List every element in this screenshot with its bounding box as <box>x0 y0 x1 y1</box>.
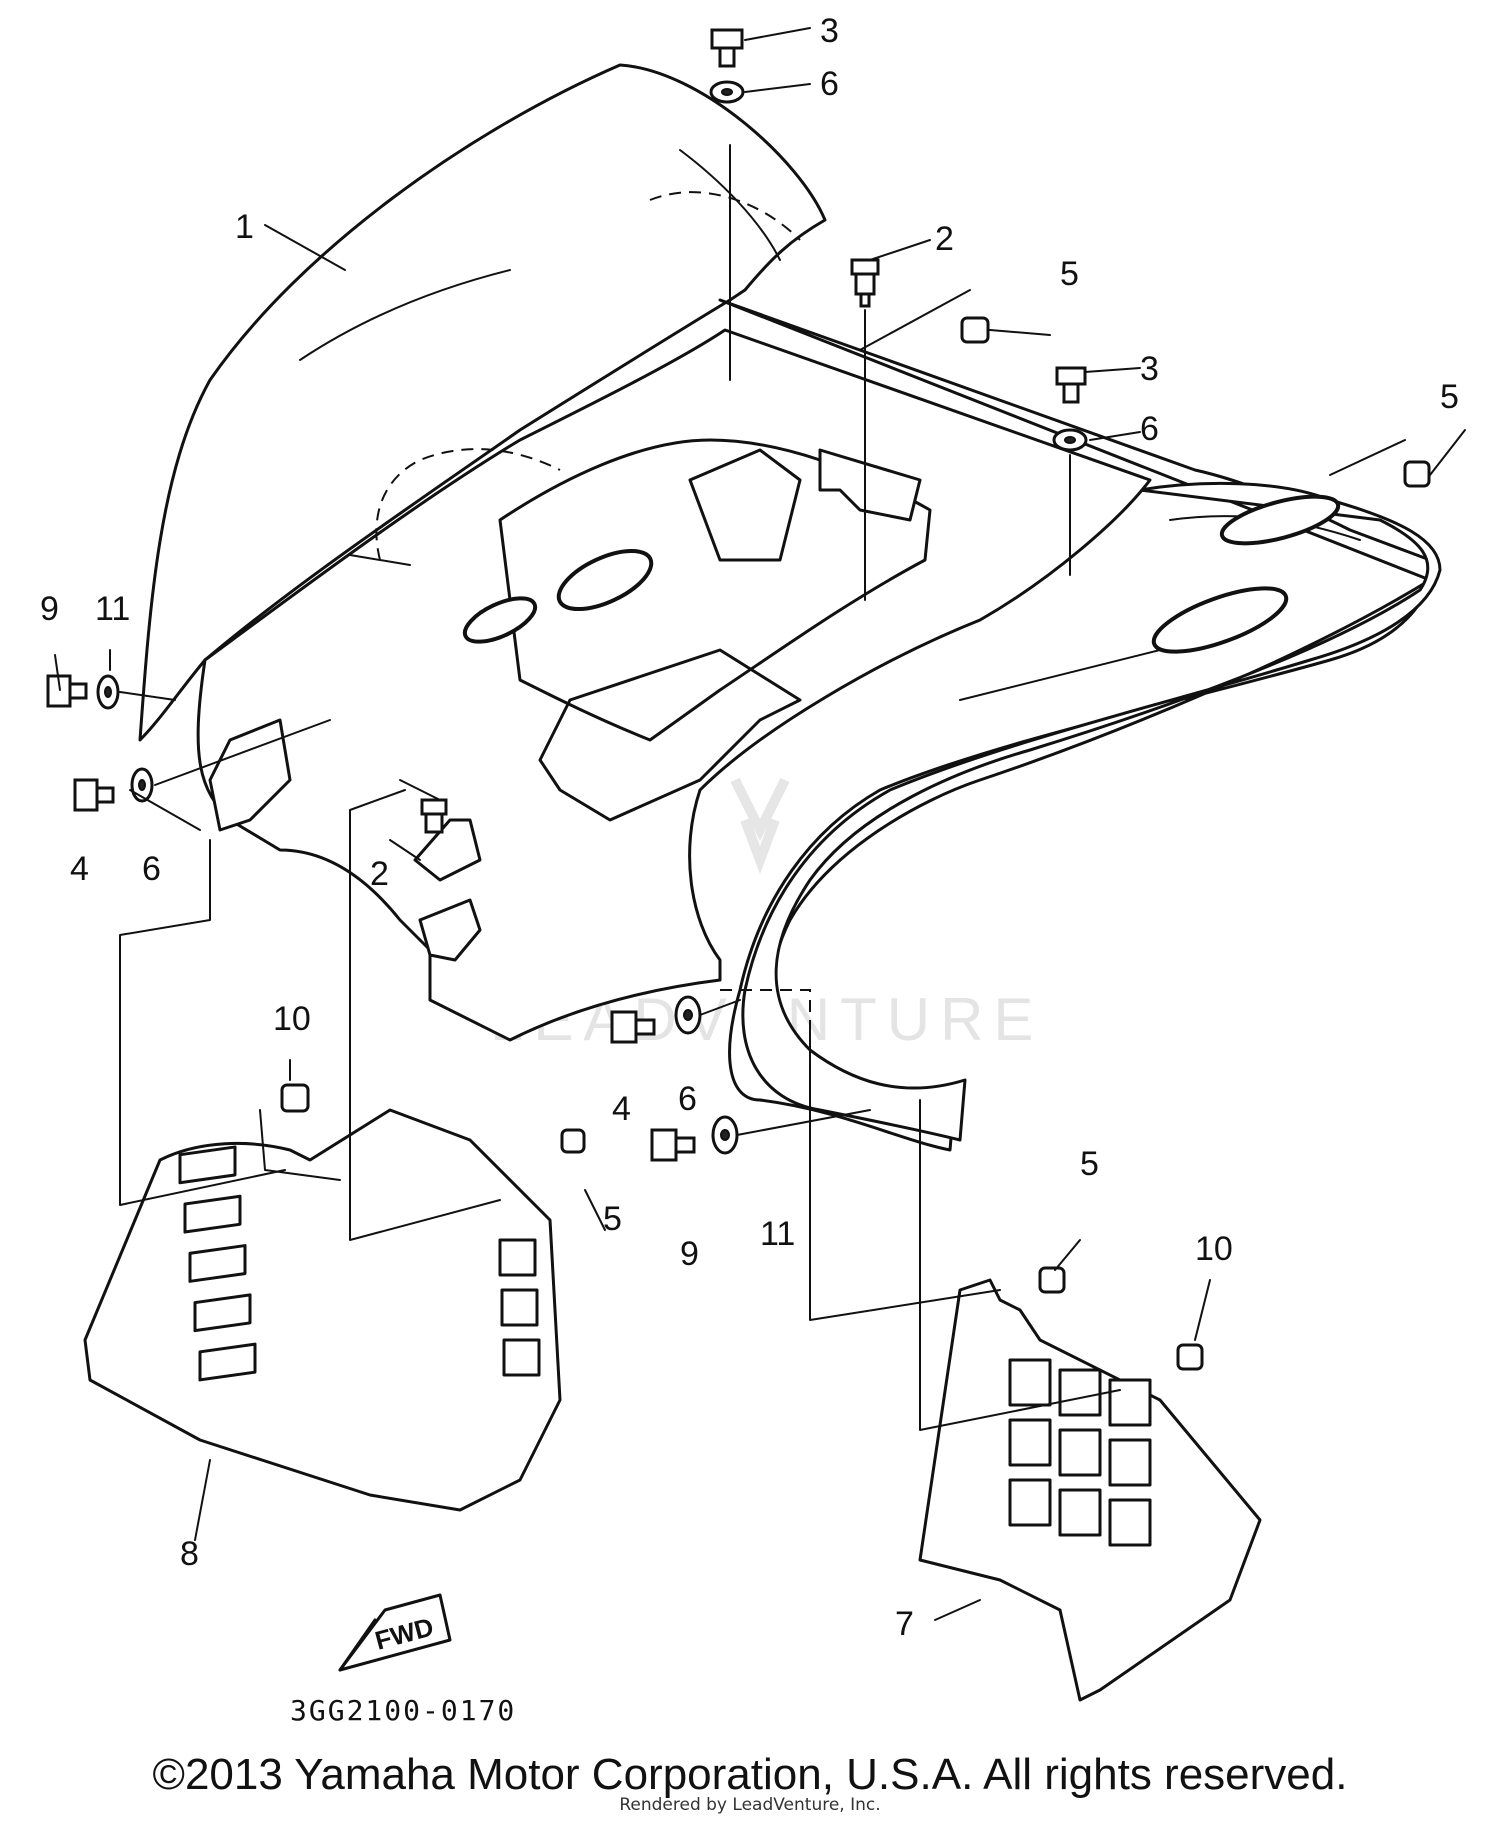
callouts: 3 6 1 2 5 3 6 5 9 11 4 6 2 10 5 4 6 9 11… <box>40 12 1459 1643</box>
washer-icon[interactable] <box>1052 428 1088 452</box>
bolt-icon[interactable] <box>46 674 88 708</box>
right-mud-flap[interactable] <box>918 1278 1262 1702</box>
callout-6[interactable]: 6 <box>1140 410 1159 448</box>
bolt-icon[interactable] <box>610 1010 656 1044</box>
callout-7[interactable]: 7 <box>895 1605 914 1643</box>
callout-5[interactable]: 5 <box>1440 378 1459 416</box>
bolt-icon[interactable] <box>850 258 880 308</box>
callout-3[interactable]: 3 <box>820 12 839 50</box>
callout-11[interactable]: 11 <box>95 590 130 628</box>
callout-6[interactable]: 6 <box>678 1080 697 1118</box>
callout-8[interactable]: 8 <box>180 1535 199 1573</box>
nut-icon[interactable] <box>960 316 990 344</box>
callout-9[interactable]: 9 <box>680 1235 699 1273</box>
callout-10[interactable]: 10 <box>273 1000 311 1038</box>
nut-icon[interactable] <box>560 1128 586 1154</box>
bolt-icon[interactable] <box>73 778 115 812</box>
fwd-label: FWD <box>372 1611 437 1655</box>
left-flap-louvers <box>178 1145 541 1382</box>
callout-10[interactable]: 10 <box>1195 1230 1233 1268</box>
forward-direction-arrow: FWD <box>338 1593 452 1672</box>
nut-icon[interactable] <box>280 1083 310 1113</box>
washer-icon[interactable] <box>711 1115 739 1155</box>
callout-1[interactable]: 1 <box>235 208 254 246</box>
callout-4[interactable]: 4 <box>612 1090 631 1128</box>
right-flap-grille <box>1008 1358 1152 1547</box>
callout-4[interactable]: 4 <box>70 850 89 888</box>
callout-11[interactable]: 11 <box>760 1215 795 1253</box>
bolt-icon[interactable] <box>710 28 744 68</box>
callout-5[interactable]: 5 <box>1080 1145 1099 1183</box>
washer-icon[interactable] <box>96 674 120 710</box>
callout-5[interactable]: 5 <box>603 1200 622 1238</box>
bolt-icon[interactable] <box>1055 366 1087 404</box>
rear-fender[interactable] <box>138 63 1442 1152</box>
callout-6[interactable]: 6 <box>820 65 839 103</box>
bolt-icon[interactable] <box>650 1128 696 1162</box>
leader-lines <box>54 27 1466 1621</box>
washer-icon[interactable] <box>709 80 745 104</box>
rendered-by-credit: Rendered by LeadVenture, Inc. <box>619 1795 881 1815</box>
callout-9[interactable]: 9 <box>40 590 59 628</box>
nut-icon[interactable] <box>1403 460 1431 488</box>
diagram-code: 3GG2100-0170 <box>290 1694 516 1727</box>
callout-6[interactable]: 6 <box>142 850 161 888</box>
nut-icon[interactable] <box>1176 1343 1204 1371</box>
callout-5[interactable]: 5 <box>1060 255 1079 293</box>
left-mud-flap[interactable] <box>83 1108 562 1512</box>
copyright-notice: ©2013 Yamaha Motor Corporation, U.S.A. A… <box>152 1750 1348 1799</box>
washer-icon[interactable] <box>674 995 702 1035</box>
hardware <box>46 28 1431 1371</box>
callout-2[interactable]: 2 <box>370 855 389 893</box>
callout-2[interactable]: 2 <box>935 220 954 258</box>
bolt-icon[interactable] <box>420 798 448 834</box>
nut-icon[interactable] <box>1038 1266 1066 1294</box>
callout-3[interactable]: 3 <box>1140 350 1159 388</box>
